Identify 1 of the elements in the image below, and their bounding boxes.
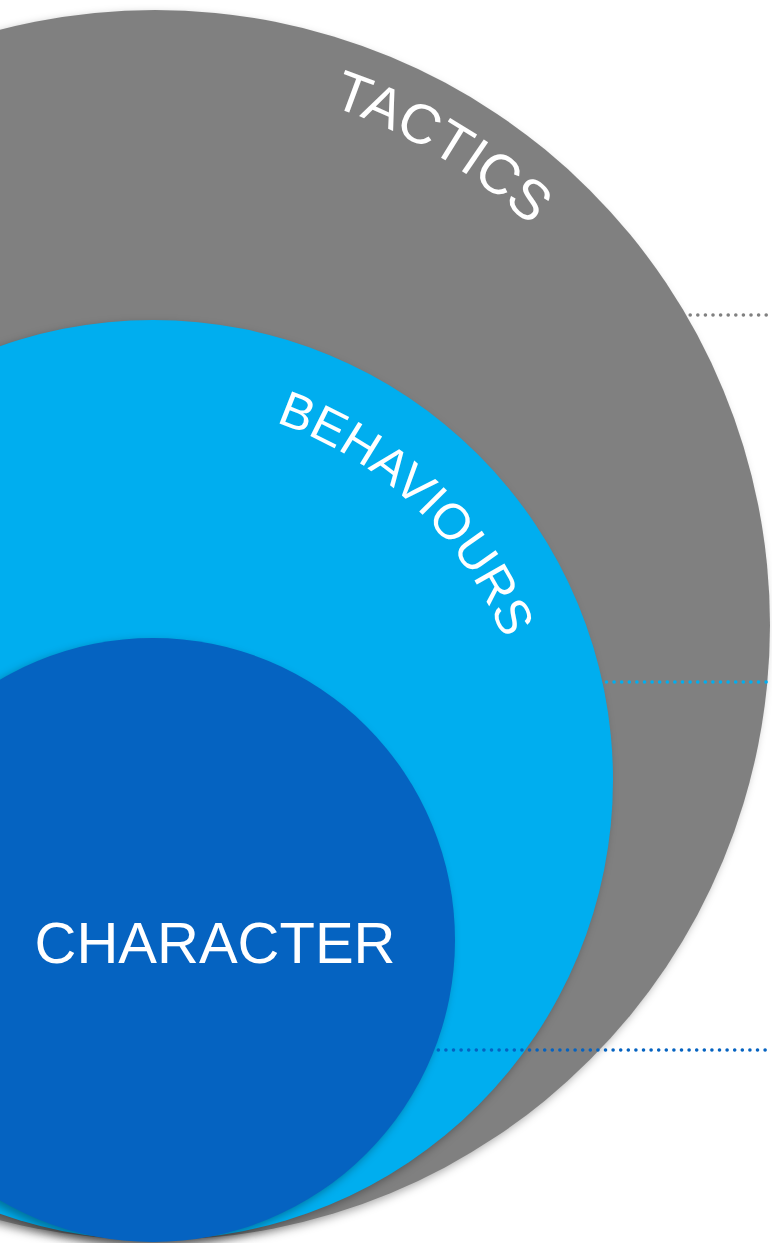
circle-label: CHARACTER: [34, 914, 396, 972]
